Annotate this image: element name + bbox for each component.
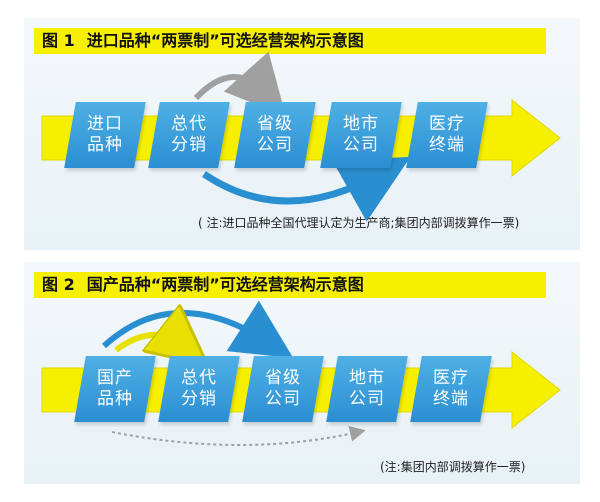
diagram-1-box-1-line1: 进口 — [87, 114, 123, 134]
diagram-1-box-3-line1: 省级 — [257, 114, 293, 134]
diagram-2-title-bar: 图 2 国产品种“两票制”可选经营架构示意图 — [34, 272, 546, 298]
diagram-2-box-1: 国产品种 — [74, 356, 156, 422]
diagram-1-note: ( 注:进口品种全国代理认定为生产商;集团内部调拨算作一票) — [198, 216, 520, 230]
diagram-2-box-3-line2: 公司 — [265, 389, 301, 409]
diagram-1-box-3-line2: 公司 — [257, 135, 293, 155]
diagram-1-figure-number: 图 1 — [42, 31, 75, 50]
diagram-1-box-4: 地市公司 — [320, 102, 402, 168]
diagram-1-box-1-line2: 品种 — [87, 135, 123, 155]
diagram-2-box-4-line1: 地市 — [349, 368, 385, 388]
diagram-1-box-3: 省级公司 — [234, 102, 316, 168]
diagram-1-curve-gray — [193, 51, 286, 117]
diagram-2-box-2-line2: 分销 — [181, 389, 217, 409]
diagram-2-note: (注:集团内部调拨算作一票) — [380, 460, 526, 474]
diagram-1-curve-blue — [202, 156, 411, 222]
diagram-2-box-4-line2: 公司 — [349, 389, 385, 409]
diagram-2-box-1-line1: 国产 — [97, 368, 133, 388]
diagram-1-box-2: 总代分销 — [148, 102, 230, 168]
diagram-1-box-5-line2: 终端 — [429, 135, 465, 155]
diagram-1-box-4-line1: 地市 — [343, 114, 379, 134]
diagram-1-box-4-line2: 公司 — [343, 135, 379, 155]
diagram-2-box-3: 省级公司 — [242, 356, 324, 422]
diagram-2-title: 国产品种“两票制”可选经营架构示意图 — [86, 275, 364, 294]
diagram-1-box-5: 医疗终端 — [406, 102, 488, 168]
diagram-1-box-2-line2: 分销 — [171, 135, 207, 155]
diagram-2-box-5: 医疗终端 — [410, 356, 492, 422]
diagram-1-box-1: 进口品种 — [64, 102, 146, 168]
diagram-1-title-bar: 图 1 进口品种“两票制”可选经营架构示意图 — [34, 28, 546, 54]
diagram-2-box-3-line1: 省级 — [265, 368, 301, 388]
diagram-2-box-5-line2: 终端 — [433, 389, 469, 409]
diagram-1-box-5-line1: 医疗 — [429, 114, 465, 134]
diagram-1-title: 进口品种“两票制”可选经营架构示意图 — [86, 31, 364, 50]
diagram-1-box-2-line1: 总代 — [171, 114, 207, 134]
diagram-2-box-1-line2: 品种 — [97, 389, 133, 409]
diagram-2-box-2: 总代分销 — [158, 356, 240, 422]
diagram-2-curve-yellow — [114, 335, 184, 350]
diagram-2-figure-number: 图 2 — [42, 275, 75, 294]
diagram-2-box-2-line1: 总代 — [181, 368, 217, 388]
diagram-2-curve-gray-dashed — [111, 425, 366, 446]
diagram-2-box-4: 地市公司 — [326, 356, 408, 422]
diagram-2-box-5-line1: 医疗 — [433, 368, 469, 388]
